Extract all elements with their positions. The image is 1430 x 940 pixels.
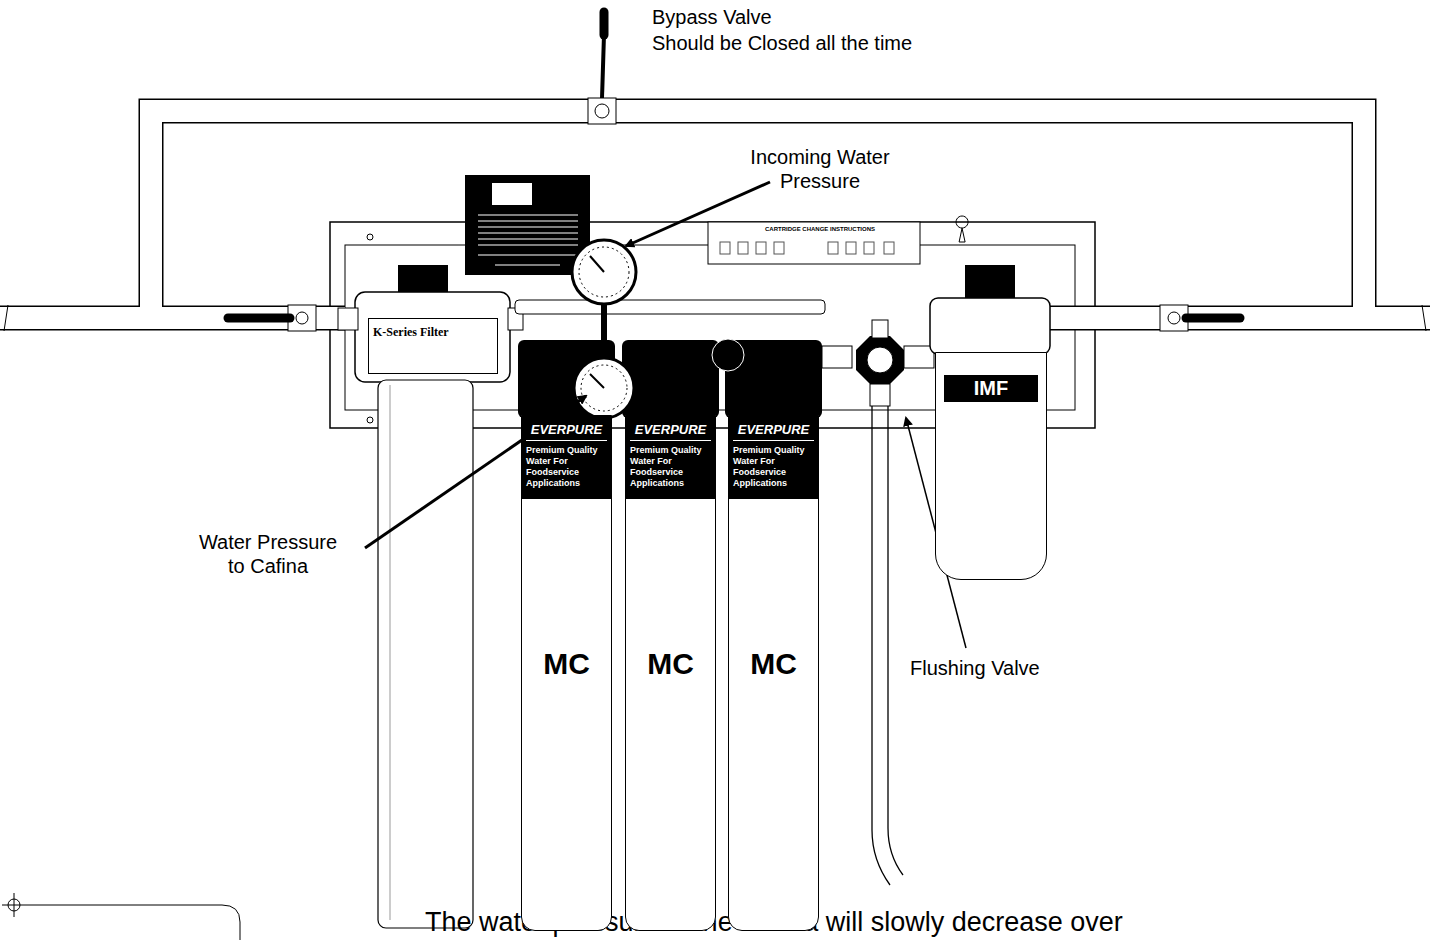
gauge-scale (579, 247, 629, 297)
bypass-valve-handle (600, 12, 609, 35)
brand-name: EVERPURE (733, 422, 814, 441)
mount-hole (367, 234, 373, 240)
cartridge-head (622, 340, 719, 418)
mount-hole (367, 417, 373, 423)
product-tagline: Premium Quality Water For Foodservice Ap… (526, 445, 607, 489)
gauge-scale (581, 365, 627, 411)
pipe-cut (4, 305, 8, 331)
product-tagline: Premium Quality Water For Foodservice Ap… (630, 445, 711, 489)
valve-label: Bypass Valve (652, 5, 972, 29)
cartridge-model: MC (626, 647, 715, 681)
warning-placard (465, 175, 590, 275)
valve-label: Flushing Valve (910, 656, 1110, 680)
gauge-stem (601, 305, 607, 360)
hose-fitting (870, 384, 890, 406)
instructions-strip (708, 222, 920, 264)
gauge-label: Incoming Water Pressure (745, 145, 895, 193)
housing-brand: IMF (944, 375, 1038, 402)
imf-fitting (904, 346, 934, 368)
flushing-valve-fitting (872, 320, 888, 338)
cartridge-label-band: EVERPURE Premium Quality Water For Foodse… (729, 416, 818, 499)
keyhole (956, 216, 968, 242)
gauge-needle (590, 256, 604, 272)
filter-cartridge: EVERPURE Premium Quality Water For Foodse… (728, 415, 819, 931)
scale-filter-housing: IMF (935, 352, 1047, 580)
cartridge-model: MC (522, 647, 611, 681)
flushing-valve-knob (867, 347, 893, 373)
note-text: Should be Closed all the time (652, 31, 992, 55)
gauge-label: Water Pressure to Cafina (193, 530, 343, 578)
gauge-needle (590, 374, 604, 388)
flushing-hose (872, 406, 903, 885)
inlet-valve-stem (296, 312, 308, 324)
imf-head (930, 298, 1050, 354)
filter-label-plate: K-Series Filter (368, 318, 498, 374)
k-housing-head (355, 292, 510, 382)
leader-arrow (626, 182, 770, 246)
placard-title: CARTRIDGE CHANGE INSTRUCTIONS (760, 226, 880, 233)
k-housing-bracket (398, 265, 448, 295)
pipe-outline (0, 111, 1430, 318)
pipe-fill (0, 111, 1430, 318)
brand-name: EVERPURE (630, 422, 711, 441)
placard-window (492, 183, 532, 205)
brand-name: EVERPURE (526, 422, 607, 441)
bypass-valve-stem (595, 104, 609, 118)
bypass-valve-body (588, 98, 616, 124)
cafina-pressure-gauge (574, 358, 634, 418)
flushing-valve-body (856, 336, 904, 384)
outlet-fitting (822, 346, 852, 368)
imf-bracket (965, 265, 1015, 300)
manifold-bar (515, 300, 825, 314)
bypass-valve-shaft (602, 35, 604, 98)
outlet-valve-handle (1186, 314, 1240, 323)
registration-line (2, 905, 240, 940)
cartridge-label-band: EVERPURE Premium Quality Water For Foodse… (522, 416, 611, 499)
incoming-pressure-gauge (572, 240, 636, 304)
cartridge-model: MC (729, 647, 818, 681)
filter-brand: K-Series Filter (373, 325, 493, 340)
k-fitting (338, 308, 358, 330)
filter-cartridge: EVERPURE Premium Quality Water For Foodse… (625, 415, 716, 931)
inlet-valve-handle (228, 314, 290, 323)
k-housing-highlight (390, 385, 391, 920)
k-housing-sump (378, 380, 473, 928)
filter-cartridge: EVERPURE Premium Quality Water For Foodse… (521, 415, 612, 931)
outlet-valve-stem (1168, 312, 1180, 324)
product-tagline: Premium Quality Water For Foodservice Ap… (733, 445, 814, 489)
pressure-regulator (712, 339, 744, 371)
pipe-cut (1422, 305, 1426, 331)
cartridge-label-band: EVERPURE Premium Quality Water For Foodse… (626, 416, 715, 499)
